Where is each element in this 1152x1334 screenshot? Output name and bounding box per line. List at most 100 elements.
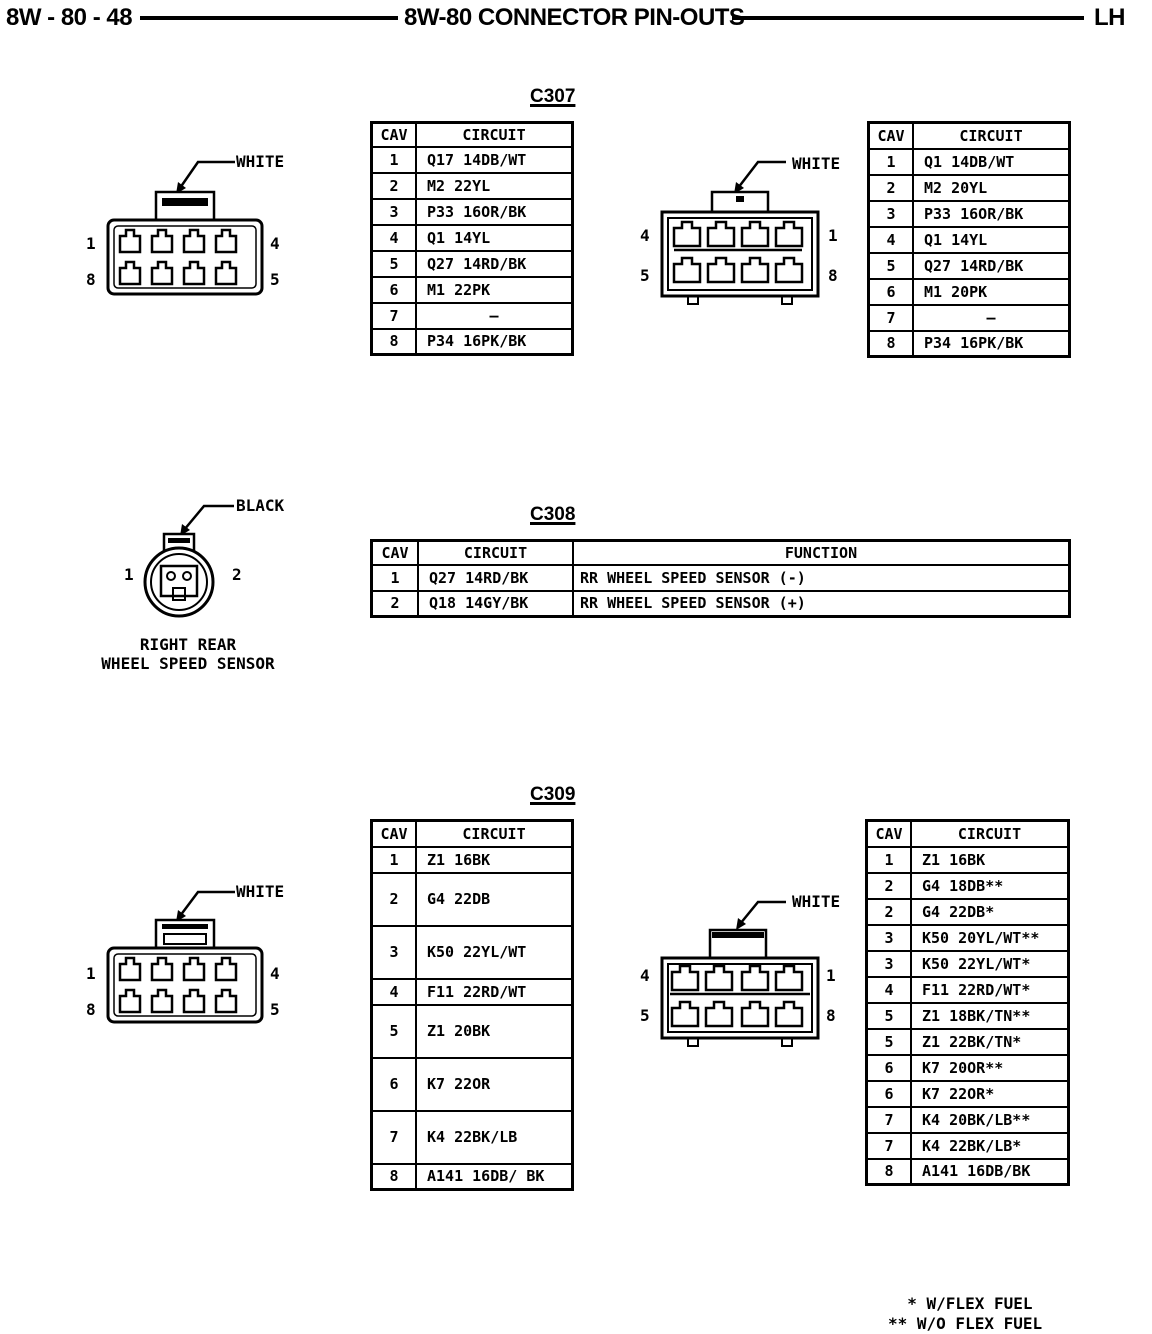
c309-title: C309 [530,784,576,805]
header-cav: CAV [370,539,419,566]
circuit-cell: A141 16DB/BK [910,1157,1070,1186]
cav-cell: 6 [867,277,914,306]
c307-left-connector-drawing [106,160,264,296]
c309-right-pin-8: 8 [826,1006,836,1025]
cav-cell: 3 [867,199,914,228]
circuit-cell: P34 16PK/BK [415,327,574,356]
circuit-cell: P34 16PK/BK [912,329,1071,358]
cav-cell: 2 [370,871,417,927]
cav-cell: 1 [370,145,417,174]
function-cell: RR WHEEL SPEED SENSOR (+) [572,589,1071,618]
circuit-cell: K4 22BK/LB* [910,1131,1070,1160]
c308-pin-1: 1 [124,565,134,584]
cav-cell: 7 [370,301,417,330]
header-cav: CAV [370,819,417,848]
circuit-cell: Q1 14YL [415,223,574,252]
cav-cell: 1 [865,845,912,874]
c309-right-connector-drawing [660,900,820,1047]
cav-cell: 2 [370,171,417,200]
c308-title: C308 [530,504,576,525]
c308-color-label: BLACK [236,496,285,515]
header-rule-left [140,16,398,20]
c307-right-connector-drawing [660,160,820,305]
cav-cell: 4 [370,223,417,252]
table-row: 7– [370,301,574,330]
cav-cell: 6 [370,275,417,304]
cav-cell: 2 [370,589,419,618]
circuit-cell: M2 20YL [912,173,1071,202]
cav-cell: 2 [867,173,914,202]
footnote-with-flex-fuel: * W/FLEX FUEL [888,1294,1033,1313]
circuit-cell: Q17 14DB/WT [415,145,574,174]
c307-left-pin-5: 5 [270,270,280,289]
circuit-cell: F11 22RD/WT [415,977,574,1006]
circuit-cell: K7 22OR* [910,1079,1070,1108]
c309-right-color-label: WHITE [792,892,841,911]
table-row: 7– [867,303,1071,332]
cav-cell: 6 [865,1053,912,1082]
cav-cell: 4 [867,225,914,254]
circuit-cell: M1 22PK [415,275,574,304]
function-cell: RR WHEEL SPEED SENSOR (-) [572,563,1071,592]
c309-left-connector-drawing [106,890,264,1024]
circuit-cell: M1 20PK [912,277,1071,306]
cav-cell: 3 [370,924,417,980]
cav-cell: 8 [370,327,417,356]
c307-left-pin-8: 8 [86,270,96,289]
header-cav: CAV [867,121,914,150]
footnote-without-flex-fuel: ** W/O FLEX FUEL [888,1314,1043,1333]
c307-right-pin-5: 5 [640,266,650,285]
table-header-row: CAV CIRCUIT [370,819,574,848]
table-header-row: CAV CIRCUIT FUNCTION [370,539,1071,566]
circuit-cell: P33 16OR/BK [415,197,574,226]
header-circuit: CIRCUIT [910,819,1070,848]
circuit-cell: Z1 18BK/TN** [910,1001,1070,1030]
cav-cell: 8 [865,1157,912,1186]
c309-left-pin-5: 5 [270,1000,280,1019]
cav-cell: 5 [865,1027,912,1056]
circuit-cell: A141 16DB/ BK [415,1162,574,1191]
cav-cell: 4 [865,975,912,1004]
circuit-cell: Q27 14RD/BK [912,251,1071,280]
circuit-cell: Z1 16BK [415,845,574,874]
table-header-row: CAV CIRCUIT [865,819,1070,848]
cav-cell: 7 [370,1109,417,1165]
header-circuit: CIRCUIT [417,539,574,566]
cav-cell: 7 [865,1131,912,1160]
header-function: FUNCTION [572,539,1071,566]
circuit-cell: G4 22DB [415,871,574,927]
cav-cell: 5 [370,249,417,278]
circuit-cell: K50 20YL/WT** [910,923,1070,952]
cav-cell: 1 [370,563,419,592]
circuit-cell: F11 22RD/WT* [910,975,1070,1004]
cav-cell: 3 [865,949,912,978]
cav-cell: 1 [867,147,914,176]
